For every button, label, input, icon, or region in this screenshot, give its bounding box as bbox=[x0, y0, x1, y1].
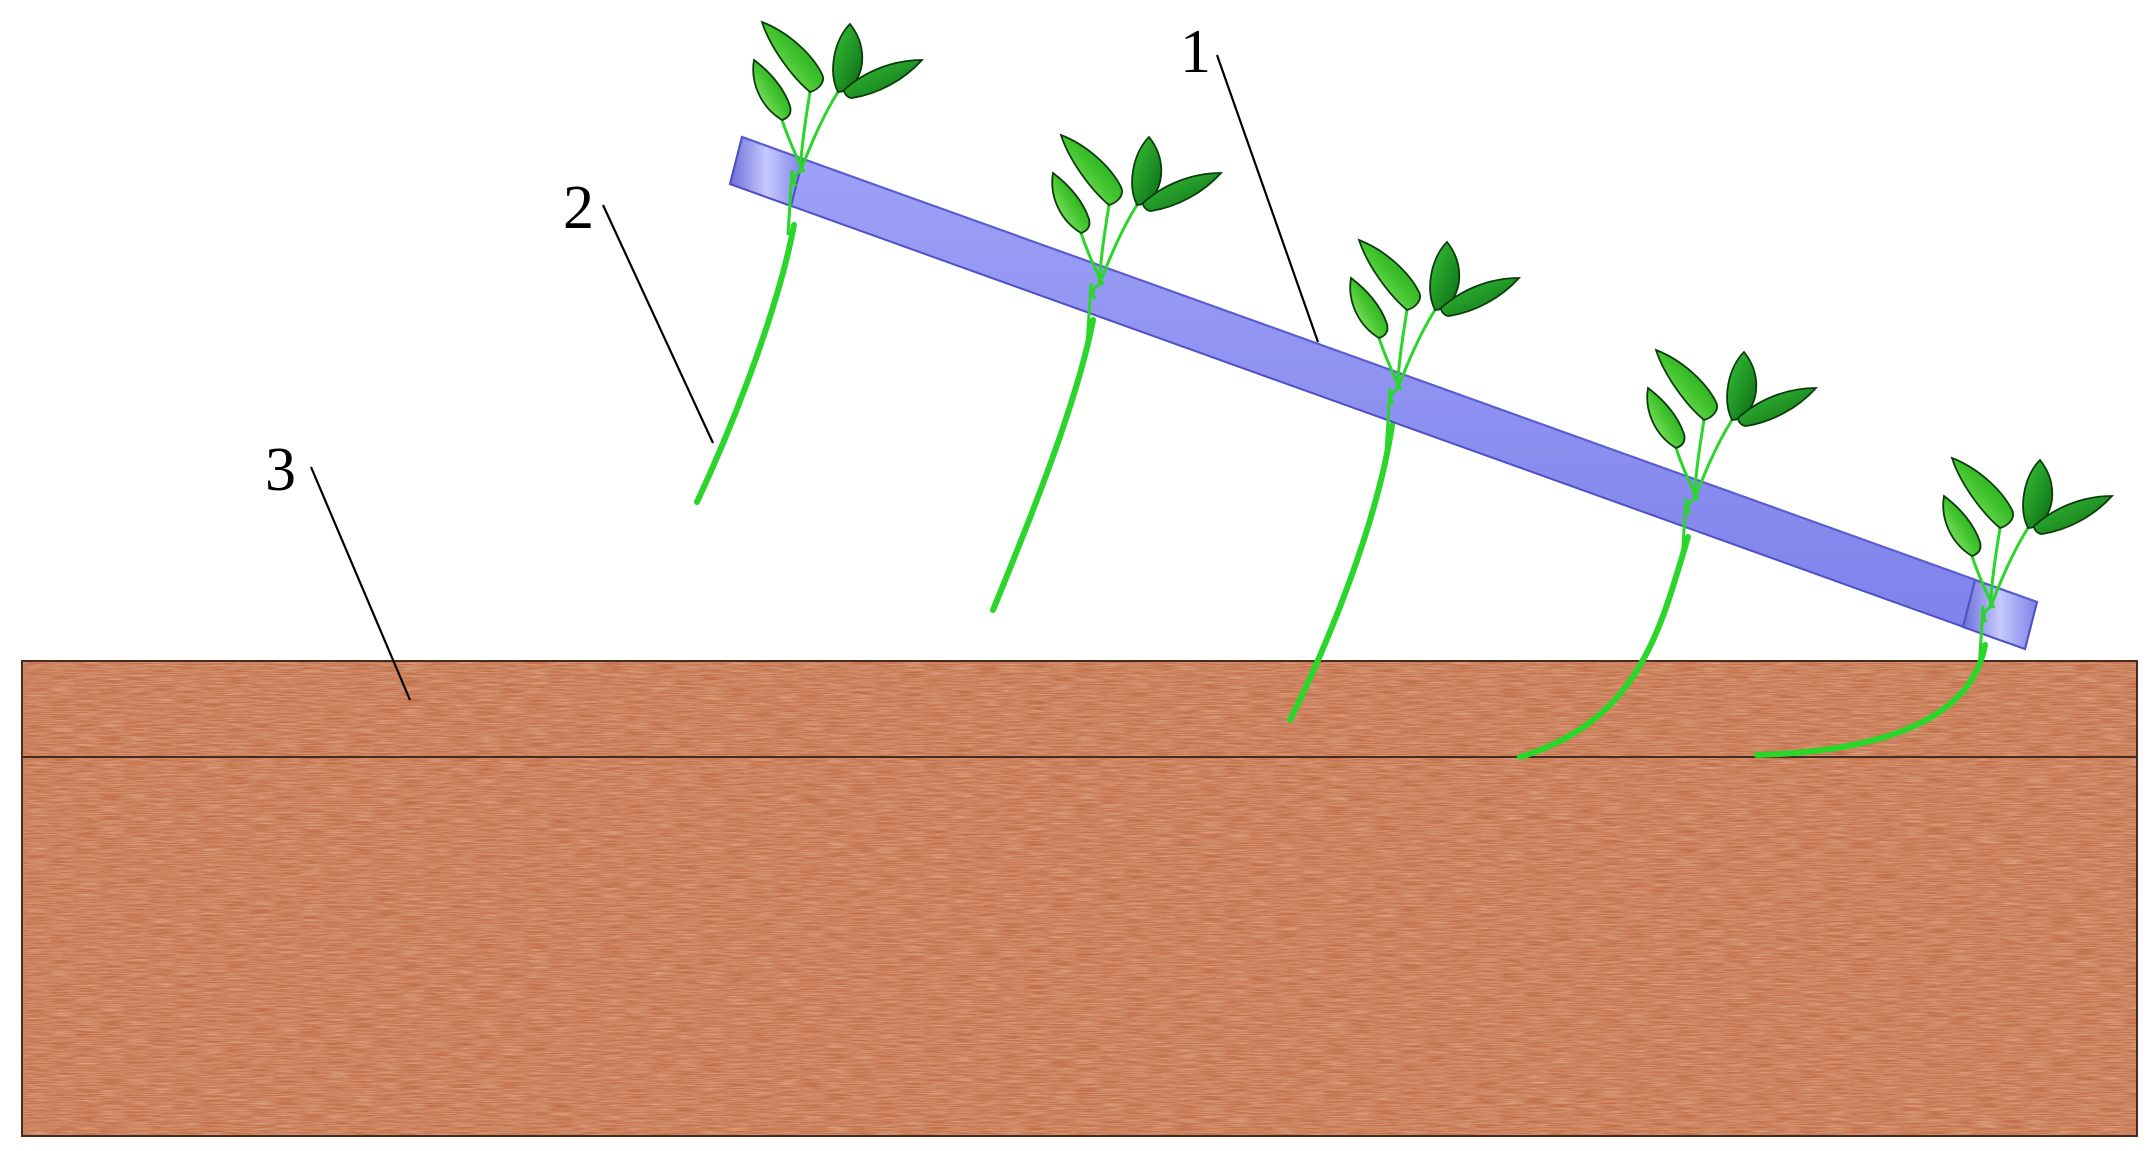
label-seedling: 2 bbox=[563, 174, 594, 242]
leader-line-soil bbox=[309, 466, 412, 701]
transplant-bar bbox=[728, 135, 2039, 651]
soil-block bbox=[21, 660, 2138, 1137]
bar-end-cap-right bbox=[1961, 578, 2039, 651]
seedling-tops bbox=[751, 20, 2114, 624]
seedling-2-stem bbox=[990, 317, 1096, 613]
stem-sleeves bbox=[786, 169, 1985, 671]
bar-top-edge bbox=[741, 136, 2038, 603]
bar-body bbox=[728, 135, 2039, 651]
soil-border bbox=[21, 660, 2138, 1137]
soil-texture bbox=[23, 662, 2136, 1135]
label-soil: 3 bbox=[265, 436, 296, 504]
leader-line-bar bbox=[1215, 54, 1320, 343]
seedling-1-stem bbox=[694, 222, 797, 505]
seedling-4-stem bbox=[1517, 534, 1691, 760]
seedling-3-stem bbox=[1287, 422, 1395, 723]
callouts: 1 2 3 bbox=[265, 18, 1320, 701]
label-bar: 1 bbox=[1180, 18, 1211, 86]
leader-line-seedling bbox=[602, 204, 714, 444]
